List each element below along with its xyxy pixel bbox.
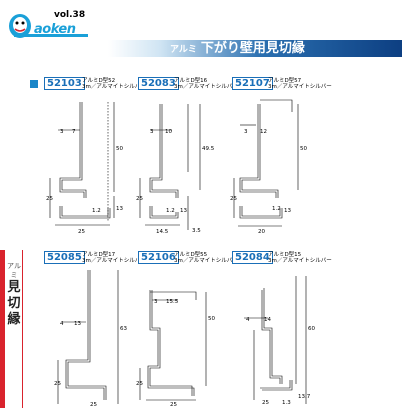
dim-label: 1.3	[282, 400, 291, 406]
product-spec: 3m／アルマイトシルバー	[174, 84, 238, 90]
dim-label: 25	[90, 402, 97, 408]
profile-drawing-52103	[49, 102, 115, 226]
dim-label: 25	[54, 381, 61, 387]
dim-label: 60	[308, 326, 315, 332]
dim-label: 13	[74, 321, 81, 327]
product-spec: 3m／アルマイトシルバー	[82, 84, 146, 90]
dim-label: 1.2	[166, 208, 175, 214]
product-code: 52083	[138, 77, 179, 90]
dim-label: 4	[246, 317, 250, 323]
dim-label: 15.5	[166, 299, 179, 305]
dim-label: 12	[260, 129, 267, 135]
dim-label: 50	[116, 146, 123, 152]
product-name: アルミD型55	[174, 252, 208, 258]
dim-label: 13	[180, 208, 187, 214]
dim-label: 25	[78, 229, 85, 235]
dim-label: 13.7	[298, 394, 311, 400]
page-title: アルミ下がり壁用見切縁	[170, 41, 305, 56]
product-name: アルミD型15	[268, 252, 302, 258]
dim-label: 25	[230, 196, 237, 202]
volume-label: vol.38	[54, 10, 86, 20]
dim-label: 3	[154, 299, 158, 305]
product-spec: 3m／アルマイトシルバー	[268, 84, 332, 90]
product-spec: 3m／アルマイトシルバー	[82, 258, 146, 264]
logo-underline	[14, 34, 88, 37]
product-name: アルミD型52	[82, 78, 116, 84]
dim-label: 63	[120, 326, 127, 332]
dim-label: 3	[150, 129, 154, 135]
side-tab-line2: 切	[7, 296, 21, 311]
dim-label: 25	[136, 196, 143, 202]
dim-label: 49.5	[202, 146, 215, 152]
dim-label: 3	[60, 129, 64, 135]
dim-label: 50	[300, 146, 307, 152]
dim-label: 7	[72, 129, 76, 135]
product-code: 52085	[44, 251, 85, 264]
dim-label: 14	[264, 317, 271, 323]
dim-label: 1.2	[92, 208, 101, 214]
logo-mascot-icon	[9, 14, 31, 38]
dim-label: 25	[46, 196, 53, 202]
product-code: 52084	[232, 251, 273, 264]
dim-label: 13	[284, 208, 291, 214]
dim-label: 3	[244, 129, 248, 135]
title-banner	[108, 40, 402, 57]
profile-drawing-52107	[233, 99, 299, 227]
product-spec: 3m／アルマイトシルバー	[174, 258, 238, 264]
dim-label: 1.2	[272, 206, 281, 212]
profile-drawing-52085	[57, 270, 119, 404]
dim-label: 4	[60, 321, 64, 327]
product-name: アルミD型17	[82, 252, 116, 258]
section-bullet-icon	[30, 80, 38, 88]
product-spec: 3m／アルマイトシルバー	[268, 258, 332, 264]
side-tab-bar	[0, 250, 5, 408]
side-tab-line	[22, 250, 23, 408]
dim-label: 13	[116, 206, 123, 212]
logo-text: aoken	[34, 22, 76, 37]
dim-label: 25	[262, 400, 269, 406]
dim-label: 10	[165, 129, 172, 135]
product-code: 52103	[44, 77, 85, 90]
side-tab: アルミ 見 切 縁	[6, 262, 22, 328]
dim-label: 3.5	[192, 228, 201, 234]
dim-label: 14.5	[156, 229, 169, 235]
product-name: アルミD型16	[174, 78, 208, 84]
product-code: 52106	[138, 251, 179, 264]
dim-label: 20	[258, 229, 265, 235]
dim-label: 25	[170, 402, 177, 408]
side-tab-line1: 見	[7, 280, 21, 295]
product-code: 52107	[232, 77, 273, 90]
side-tab-line3: 縁	[7, 312, 21, 327]
title-prefix: アルミ	[170, 45, 197, 55]
profile-drawing-52083	[139, 104, 201, 230]
dim-label: 25	[136, 381, 143, 387]
product-name: アルミD型57	[268, 78, 302, 84]
profile-drawing-52106	[139, 290, 207, 401]
profile-drawing-52084	[244, 276, 307, 404]
title-main: 下がり壁用見切縁	[200, 41, 305, 56]
side-tab-category: アルミ	[7, 262, 21, 279]
dim-label: 50	[208, 316, 215, 322]
